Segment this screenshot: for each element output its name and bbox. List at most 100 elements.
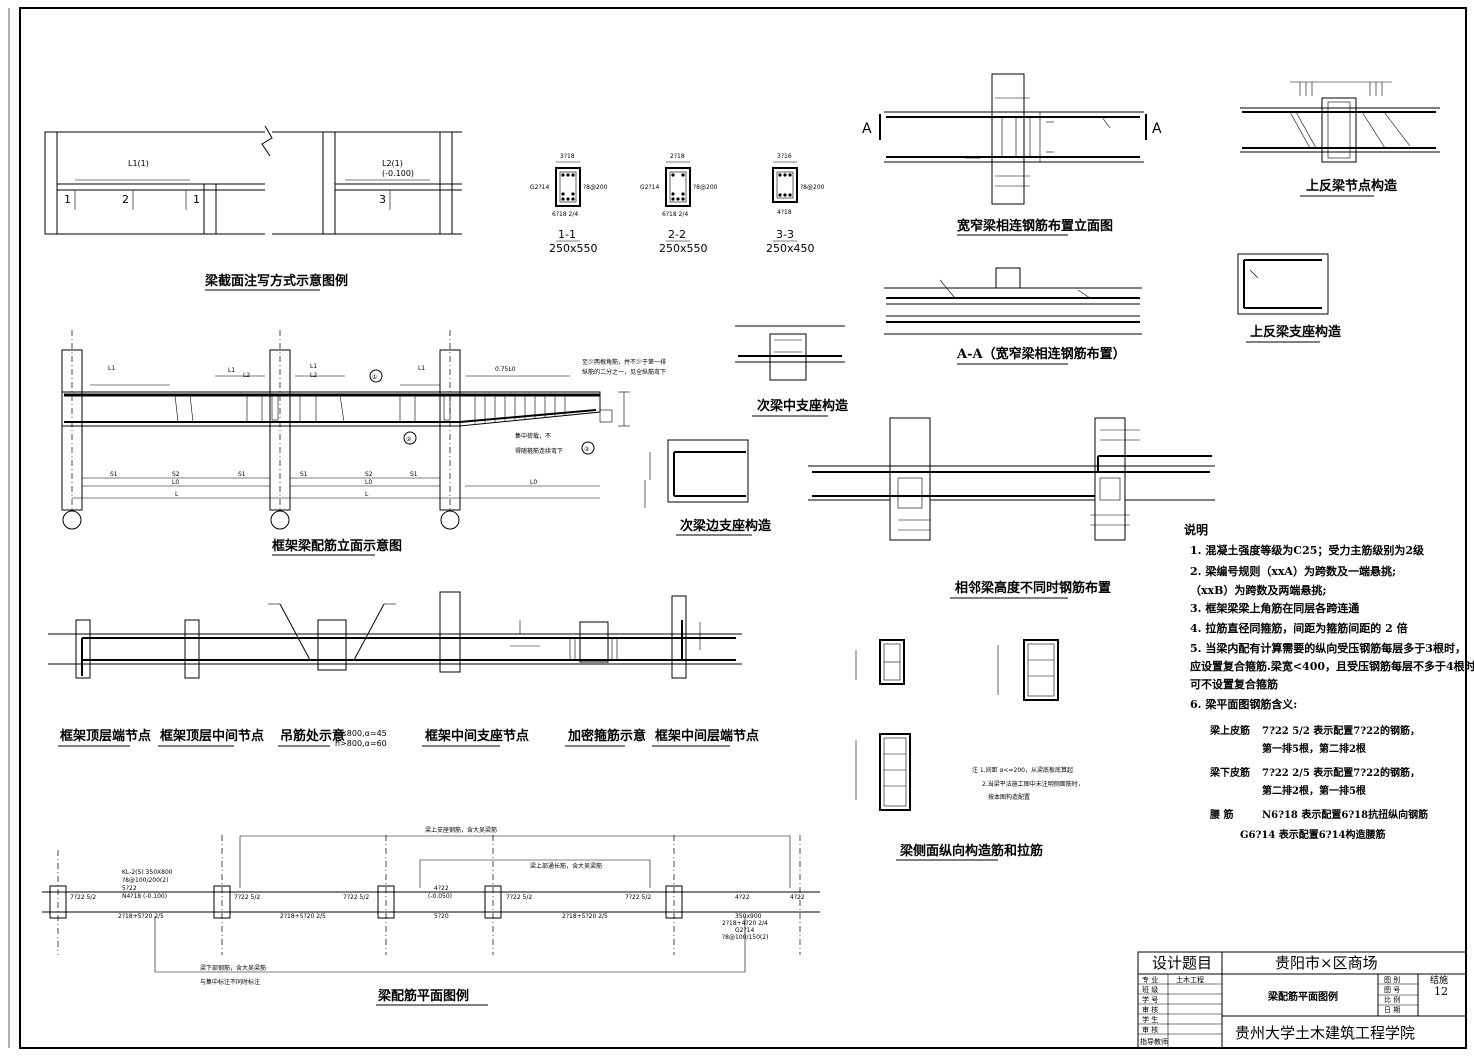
sec1-size: 250x550 (549, 242, 598, 255)
note-1: 1. 混凝土强度等级为C25；受力主筋级别为2级 (1190, 543, 1425, 557)
meaning-bottom-label: 梁下皮筋 (1209, 766, 1250, 779)
notation-l1: L1(1) (128, 159, 149, 168)
notation-l2-elev: (-0.100) (382, 169, 414, 178)
plan-kl-label: KL-2(5) 350X800 (122, 869, 173, 876)
caption-mid-floor-end-joint: 框架中间层端节点 (655, 728, 759, 744)
elev-l-b: L (365, 491, 369, 498)
elev-s2-b: S2 (365, 471, 373, 478)
meaning-g-text: G6?14 表示配置6?14构造腰筋 (1240, 828, 1386, 841)
sec3-size: 250x450 (766, 242, 815, 255)
elev-circle-2b: ② (584, 446, 590, 453)
sec3-bottom-label: 4?18 (777, 209, 792, 216)
section-mark-a-left: A (862, 121, 872, 137)
note-5b: 应设置复合箍筋.梁宽<400，且受压钢筋每层不多于4根时， (1190, 659, 1474, 673)
elev-l0-a: L0 (172, 479, 179, 486)
caption-upturned-joint: 上反梁节点构造 (1306, 178, 1398, 194)
meaning-bottom-text: 7?22 2/5 表示配置7?22的钢筋， (1262, 766, 1420, 779)
tb-row-2: 班 级 (1142, 985, 1158, 994)
frame-beam-elevation: L1 L1 L2 L1 L2 L1 0.75L0 ① ② ② 至少两根角筋，并不… (61, 330, 666, 530)
aa-section (884, 267, 1142, 335)
caption-upturned-support: 上反梁支座构造 (1250, 324, 1342, 340)
caption-extra-stirrups: 加密箍筋示意 (567, 728, 646, 744)
caption-hanger-bars: 吊筋处示意 (280, 728, 345, 744)
note-2: 2. 梁编号规则（xxA）为跨数及一端悬挑; (1190, 564, 1396, 578)
plan-mid-elev: (-0.050) (428, 893, 452, 900)
elev-note-top2: 纵筋的二分之一，见全纵筋弯下 (582, 368, 666, 376)
tb-row-4: 审 核 (1142, 1005, 1158, 1014)
elev-l0-b: L0 (365, 479, 372, 486)
note-5: 5. 当梁内配有计算需要的纵向受压钢筋每层多于3根时， (1190, 641, 1466, 655)
sec2-size: 250x550 (659, 242, 708, 255)
elev-l2-b: L2 (310, 372, 317, 379)
caption-adjacent-beams: 相邻梁高度不同时钢筋布置 (955, 580, 1111, 596)
tb-right-4: 日 期 (1384, 1006, 1400, 1014)
tb-design-title-label: 设计题目 (1152, 954, 1212, 972)
elev-circle-1: ① (372, 374, 377, 381)
caption-frame-beam-elevation: 框架梁配筋立面示意图 (272, 538, 402, 554)
sec1-stirrup-label: ?8@200 (583, 184, 608, 191)
caption-top-end-joint: 框架顶层端节点 (60, 728, 151, 744)
section-mark-a-right: A (1152, 121, 1162, 137)
note-2b: （xxB）为跨数及两端悬挑; (1190, 583, 1326, 597)
notation-l2: L2(1) (382, 159, 403, 168)
elev-l1-c: L1 (310, 363, 317, 370)
side-note-2: 2.当梁平法施工图中未注明侧面筋时， (982, 780, 1084, 788)
note-6: 6. 梁平面图钢筋含义: (1190, 697, 1297, 711)
adjacent-beams (808, 417, 1215, 541)
elev-l0-c: L0 (530, 479, 537, 486)
sec1-id: 1-1 (558, 228, 576, 241)
section-mark-3: 3 (379, 193, 386, 206)
notes-title: 说明 (1184, 522, 1208, 537)
tb-drawing-name: 梁配筋平面图例 (1267, 990, 1338, 1003)
tb-right-1: 图 别 (1384, 975, 1400, 984)
sec3-top-label: 3?16 (777, 153, 792, 160)
tb-project: 贵阳市×区商场 (1275, 954, 1378, 972)
tb-right-2: 图 号 (1384, 986, 1400, 994)
sec1-top-label: 3?18 (560, 153, 575, 160)
caption-beam-plan: 梁配筋平面图例 (377, 988, 469, 1004)
sec2-id: 2-2 (668, 228, 686, 241)
section-mark-2: 2 (122, 193, 129, 206)
sec2-stirrup-label: ?8@200 (693, 184, 718, 191)
plan-span-note2: 2?18+4?20 2/4 (722, 920, 768, 927)
meaning-top-label: 梁上皮筋 (1209, 724, 1250, 737)
wide-narrow-elevation: A A (862, 73, 1162, 205)
sec3-id: 3-3 (776, 228, 794, 241)
caption-beam-section-notation: 梁截面注写方式示意图例 (204, 273, 348, 289)
tb-sheet-label: 结施 (1430, 974, 1448, 986)
elev-circle-2a: ② (406, 436, 412, 443)
plan-seg-bottom-2: 2?18+5?20 2/5 (280, 913, 326, 920)
caption-aa-section: A-A（宽窄梁相连钢筋布置） (956, 346, 1126, 362)
meaning-waist-text: N6?18 表示配置6?18抗扭纵向钢筋 (1262, 808, 1428, 821)
elev-s1-d: S1 (410, 471, 418, 478)
elev-l2-a: L2 (243, 372, 250, 379)
caption-mid-support-joint: 框架中间支座节点 (425, 728, 529, 744)
note-4: 4. 拉筋直径同箍筋，间距为箍筋间距的 2 倍 (1190, 621, 1408, 635)
hanger-note-line1: h≤800,α=45 (335, 729, 387, 738)
sec2-side-label: G2?14 (640, 184, 659, 191)
meaning-bottom-text2: 第二排2根，第一排5根 (1262, 784, 1366, 797)
joint-details-row (48, 591, 742, 679)
elev-l-a: L (175, 491, 179, 498)
plan-seg-top-4: 7?22 5/2 (506, 894, 532, 901)
plan-seg-top-3: 7?22 5/2 (343, 894, 369, 901)
general-notes: 说明 1. 混凝土强度等级为C25；受力主筋级别为2级 2. 梁编号规则（xxA… (1184, 522, 1474, 841)
side-note-1: 注 1.间距 α<=200，从梁底板底算起 (972, 766, 1073, 774)
plan-seg-bottom-3: 5?20 (434, 913, 449, 920)
plan-seg-top-7: 4?22 (790, 894, 805, 901)
tb-row-5: 学 生 (1142, 1015, 1158, 1024)
plan-side-label: N4?18 (-0.100) (122, 893, 167, 900)
elev-note-bottom: 集中荷载，不 (515, 432, 551, 440)
note-5c: 可不设置复合箍筋 (1190, 677, 1278, 691)
secondary-mid-support (735, 325, 845, 381)
beam-plan-legend: KL-2(5) 350X800 ?8@100/200(2) 5?22 N4?18… (42, 826, 820, 986)
side-note-3: 按本图构造配置 (988, 793, 1030, 801)
notation-plan: L1(1) L2(1) (-0.100) 1 2 1 3 (44, 125, 462, 235)
sec1-bottom-label: 6?18 2/4 (552, 211, 578, 218)
secondary-edge-support (644, 439, 749, 508)
tb-row-3: 学 号 (1142, 995, 1158, 1004)
note-3: 3. 框架梁梁上角筋在同层各跨连通 (1190, 601, 1359, 615)
sec2-bottom-label: 6?18 2/4 (662, 211, 688, 218)
upturned-support (1237, 253, 1329, 315)
